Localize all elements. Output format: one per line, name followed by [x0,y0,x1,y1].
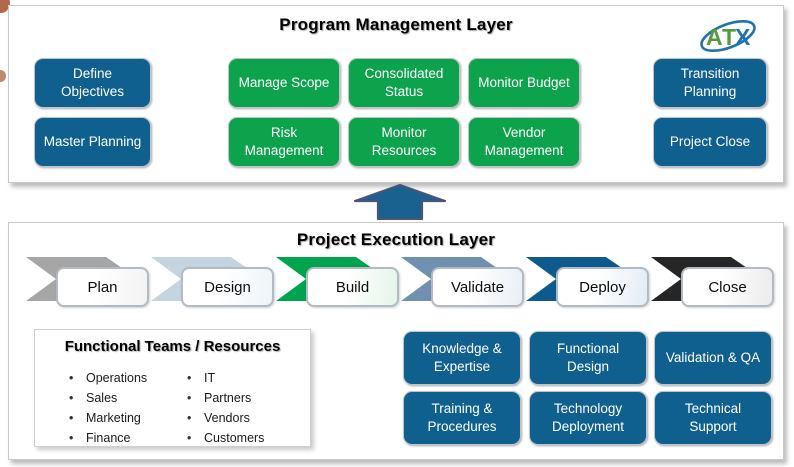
phase-deploy: Deploy [526,257,671,313]
phase-flow: Plan Design Build Validate Deploy Close [9,257,785,315]
box-training-procedures: Training & Procedures [403,391,521,445]
program-management-layer-panel: Program Management Layer A T X Define Ob… [8,5,784,183]
box-manage-scope: Manage Scope [228,58,340,108]
box-consolidated-status: Consolidated Status [348,58,460,108]
phase-close: Close [651,257,794,313]
layer-connector-arrow [354,184,446,220]
box-monitor-budget: Monitor Budget [468,58,580,108]
box-define-objectives: Define Objectives [34,58,151,108]
atx-logo: A T X [700,20,756,52]
team-item: Vendors [187,408,264,428]
box-project-close: Project Close [653,117,767,167]
program-layer-title: Program Management Layer [279,15,513,34]
team-item: Operations [69,368,147,388]
logo-letter-x: X [735,24,751,50]
teams-column-1: Operations Sales Marketing Finance [69,368,147,448]
box-technology-deployment: Technology Deployment [529,391,647,445]
logo-letter-t: T [722,24,736,50]
team-item: IT [187,368,264,388]
team-item: Finance [69,428,147,448]
box-risk-management: Risk Management [228,117,340,167]
team-item: Customers [187,428,264,448]
box-monitor-resources: Monitor Resources [348,117,460,167]
phase-design: Design [151,257,296,313]
box-functional-design: Functional Design [529,331,647,385]
phase-label-deploy: Deploy [556,267,649,307]
phase-label-plan: Plan [56,267,149,307]
team-item: Partners [187,388,264,408]
execution-layer-title: Project Execution Layer [296,230,496,249]
box-vendor-management: Vendor Management [468,117,580,167]
functional-teams-title: Functional Teams / Resources [64,338,281,355]
phase-build: Build [276,257,421,313]
logo-letter-a: A [706,24,723,50]
box-master-planning: Master Planning [34,117,151,167]
box-knowledge-expertise: Knowledge & Expertise [403,331,521,385]
phase-label-design: Design [181,267,274,307]
project-execution-layer-panel: Project Execution Layer Plan Design Buil… [8,222,784,460]
team-item: Marketing [69,408,147,428]
box-technical-support: Technical Support [654,391,772,445]
box-validation-qa: Validation & QA [654,331,772,385]
phase-label-build: Build [306,267,399,307]
box-transition-planning: Transition Planning [653,58,767,108]
logo-swoosh [700,20,756,52]
teams-column-2: IT Partners Vendors Customers [187,368,264,448]
phase-label-close: Close [681,267,774,307]
phase-validate: Validate [401,257,546,313]
background-artifact-corner [0,0,10,13]
functional-teams-box: Functional Teams / Resources Operations … [34,329,311,448]
phase-plan: Plan [26,257,171,313]
team-item: Sales [69,388,147,408]
background-artifact-dot [0,70,6,82]
phase-label-validate: Validate [431,267,524,307]
